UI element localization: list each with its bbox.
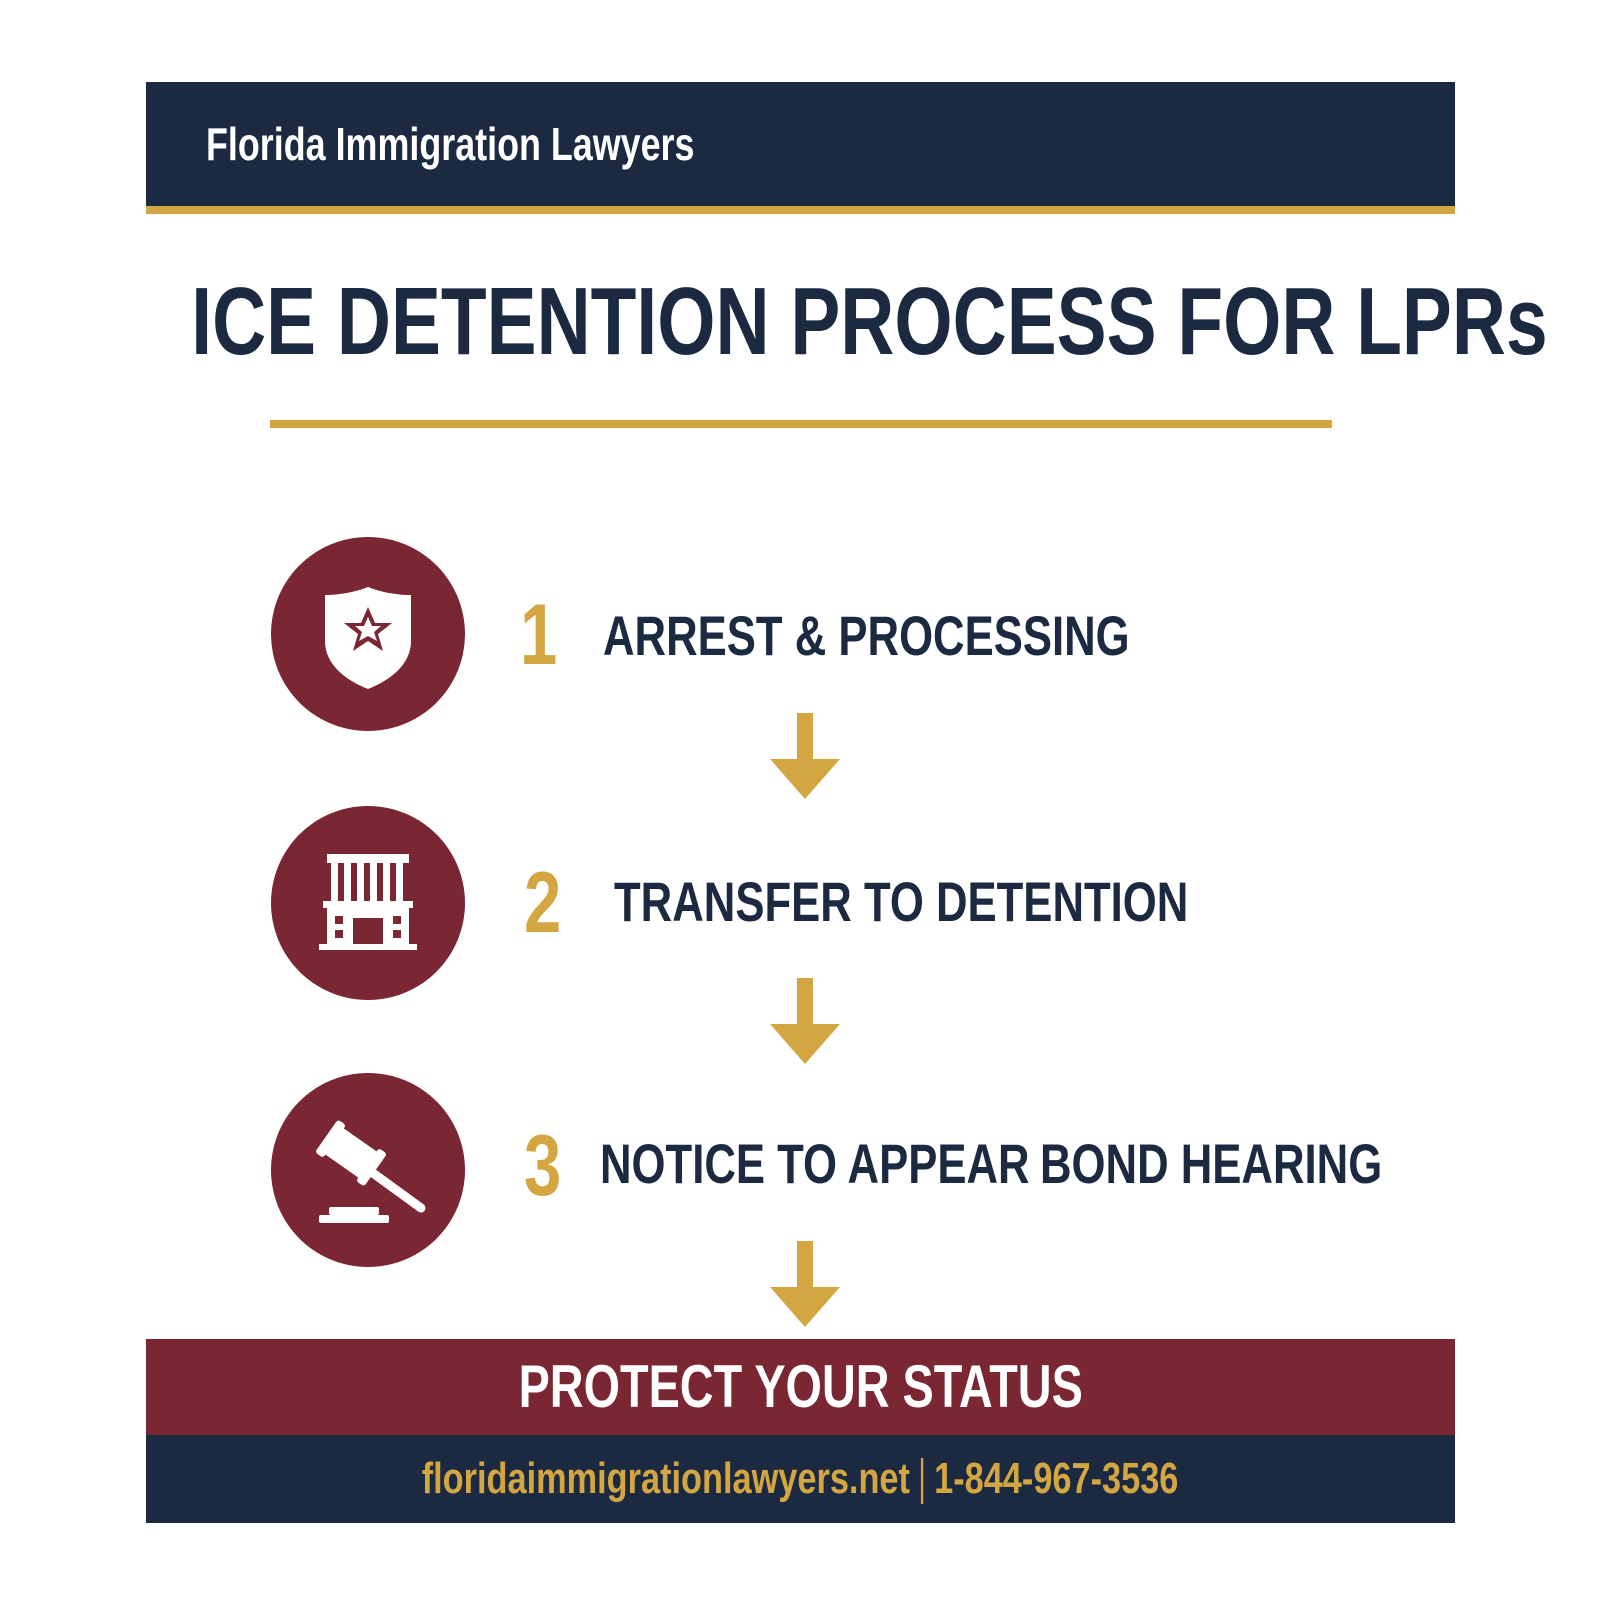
step-1-number: 1 [520, 587, 558, 683]
arrow-down-icon [770, 1241, 840, 1327]
brand-name: Florida Immigration Lawyers [206, 118, 695, 170]
phone-number[interactable]: 1-844-967-3536 [934, 1454, 1179, 1503]
arrow-down-icon [770, 713, 840, 799]
step-1-label: ARREST & PROCESSING [603, 604, 1130, 667]
cta-banner: PROTECT YOUR STATUS [146, 1339, 1455, 1435]
footer-separator [921, 1458, 924, 1505]
arrow-down-icon [770, 978, 840, 1064]
step-2-label: TRANSFER TO DETENTION [614, 870, 1189, 933]
step-3-number: 3 [524, 1118, 562, 1214]
step-3-label-extra: BOND HEARING [1040, 1132, 1383, 1195]
gavel-icon [316, 1120, 426, 1223]
step-3-label: NOTICE TO APPEAR [600, 1132, 1030, 1195]
step-2-number: 2 [524, 855, 562, 951]
footer-bar: floridaimmigrationlawyers.net 1-844-967-3… [146, 1435, 1455, 1523]
page-title: ICE DETENTION PROCESS FOR LPRs [191, 268, 1548, 375]
police-badge-icon [325, 587, 411, 689]
detention-building-icon [319, 854, 417, 950]
step-1-icon-circle [271, 537, 465, 731]
website-link[interactable]: floridaimmigrationlawyers.net [422, 1454, 911, 1503]
header-bar: Florida Immigration Lawyers [146, 82, 1455, 214]
title-divider [270, 420, 1332, 428]
step-3-icon-circle [271, 1073, 465, 1267]
step-2-icon-circle [271, 806, 465, 1000]
